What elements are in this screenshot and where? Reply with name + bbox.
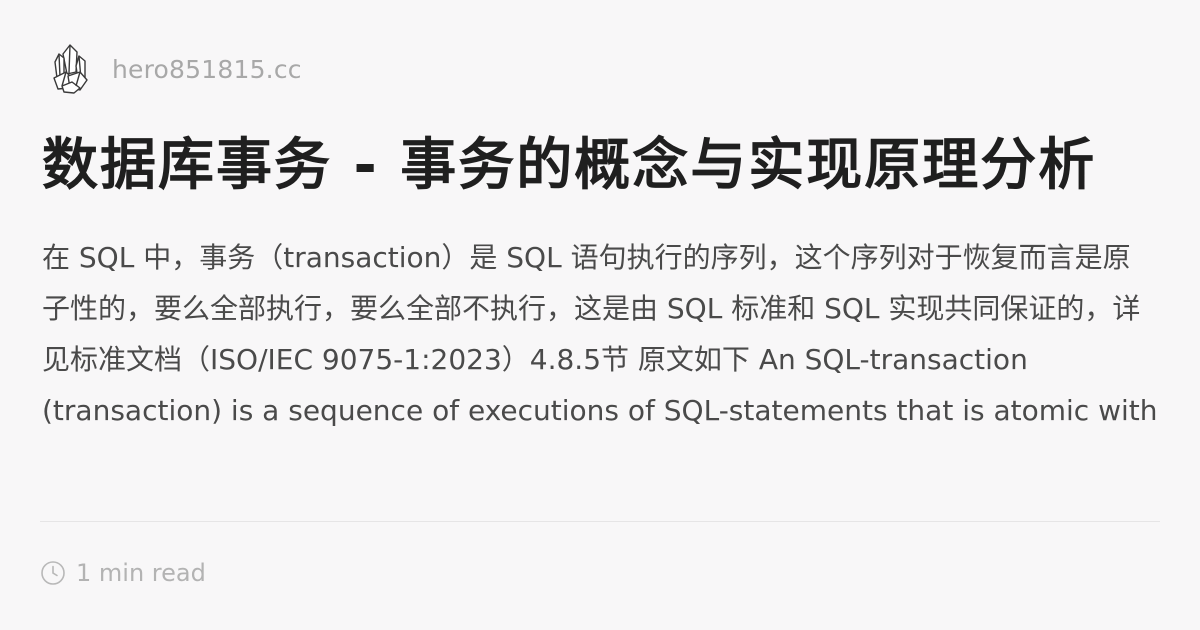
post-meta: 1 min read bbox=[40, 556, 206, 590]
divider bbox=[40, 521, 1160, 522]
clock-icon bbox=[40, 560, 66, 586]
site-name[interactable]: hero851815.cc bbox=[112, 54, 302, 84]
site-header: hero851815.cc bbox=[48, 40, 302, 98]
post-description: 在 SQL 中，事务（transaction）是 SQL 语句执行的序列，这个序… bbox=[42, 241, 1158, 427]
crystal-cluster-icon bbox=[48, 41, 92, 97]
post-title: 数据库事务 - 事务的概念与实现原理分析 bbox=[42, 133, 1097, 198]
read-time: 1 min read bbox=[76, 559, 206, 587]
